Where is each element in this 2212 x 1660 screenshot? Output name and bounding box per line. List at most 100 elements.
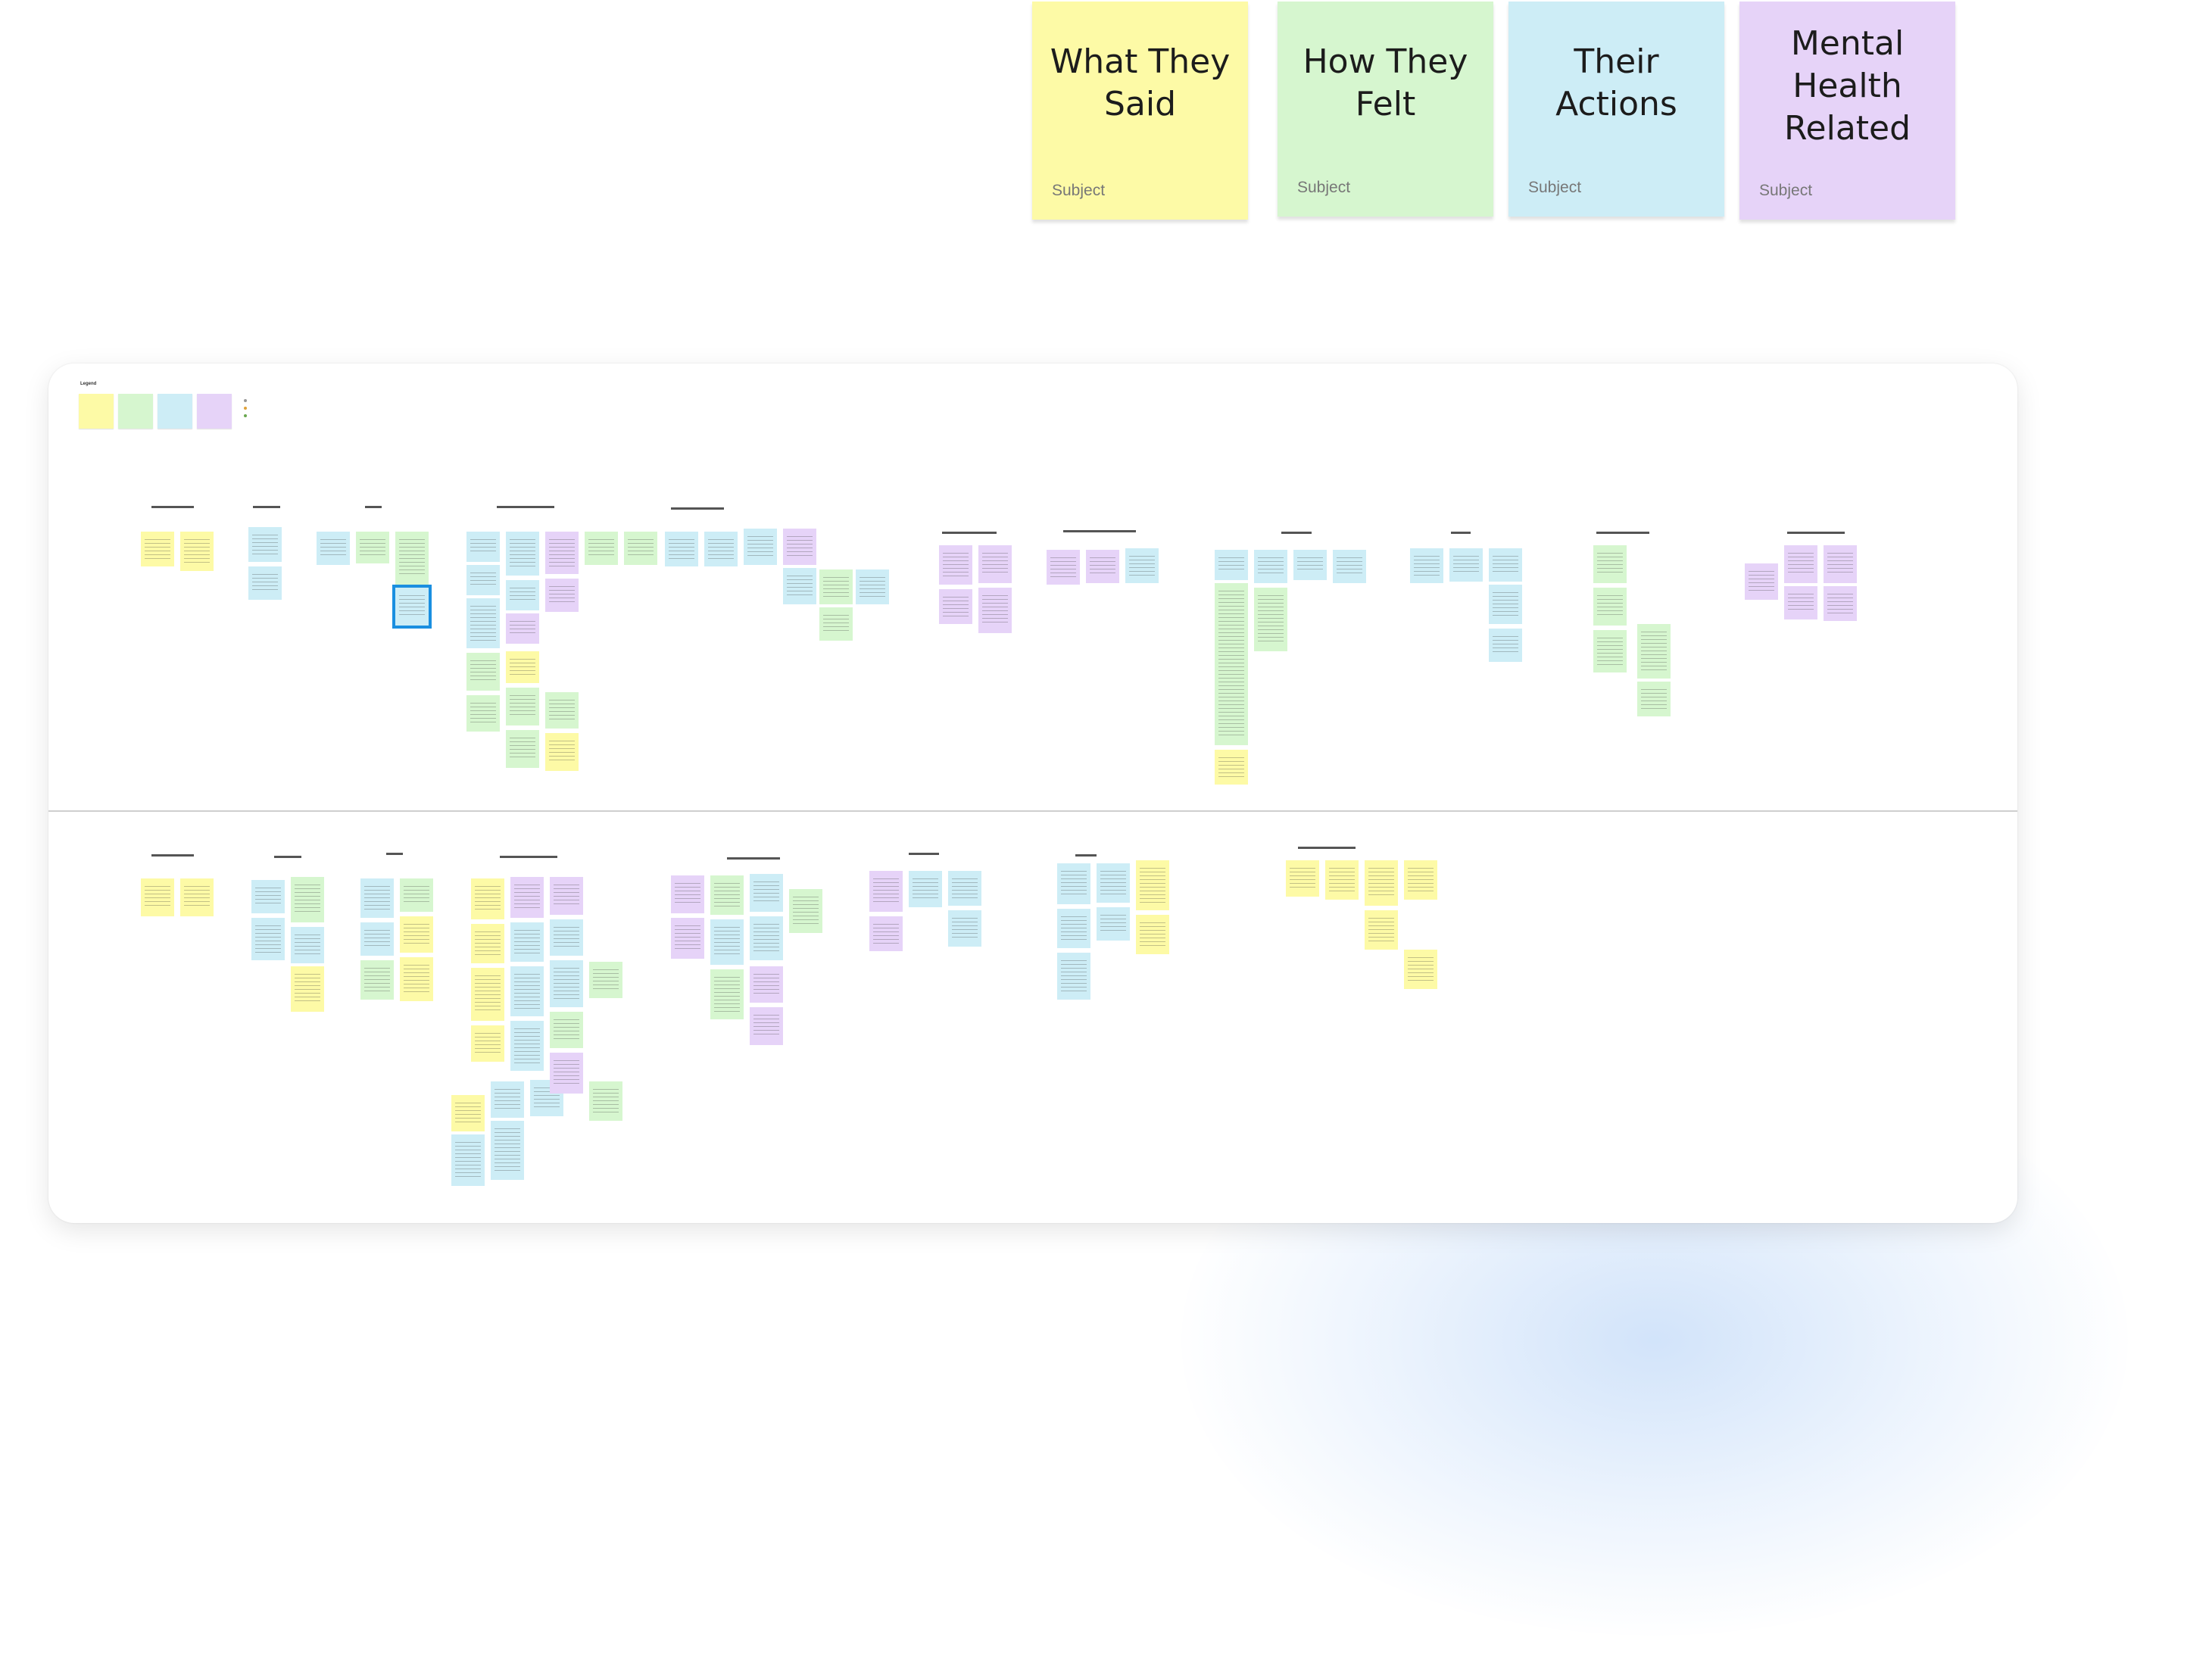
sticky-note[interactable] [291,966,324,1012]
sticky-note-selected[interactable] [392,585,432,629]
sticky-note[interactable] [510,966,544,1016]
sticky-note[interactable] [1047,550,1080,585]
sticky-note[interactable] [251,918,285,960]
sticky-note[interactable] [248,527,282,562]
sticky-note[interactable] [1293,550,1327,580]
sticky-note[interactable] [1215,583,1248,745]
sticky-note[interactable] [141,878,174,916]
sticky-note[interactable] [819,569,853,604]
sticky-note[interactable] [819,607,853,641]
legend-note-felt[interactable] [118,394,153,429]
sticky-note[interactable] [360,960,394,1000]
sticky-note[interactable] [869,916,903,951]
sticky-note[interactable] [510,1021,544,1071]
sticky-note[interactable] [291,927,324,963]
sticky-note[interactable] [400,878,433,912]
sticky-note[interactable] [360,878,394,918]
sticky-note[interactable] [671,918,704,959]
sticky-note[interactable] [466,653,500,691]
sticky-note[interactable] [1637,624,1671,679]
sticky-note[interactable] [1254,588,1287,651]
sticky-note[interactable] [395,532,429,585]
sticky-note[interactable] [400,916,433,953]
sticky-note[interactable] [506,580,539,610]
sticky-note[interactable] [1254,550,1287,583]
sticky-note[interactable] [1404,860,1437,900]
sticky-note[interactable] [744,529,777,565]
sticky-note[interactable] [948,871,981,906]
affinity-board[interactable]: Legend [48,364,2017,1223]
sticky-note[interactable] [506,532,539,576]
sticky-note[interactable] [545,692,579,729]
sticky-note[interactable] [1745,563,1778,600]
sticky-note[interactable] [545,733,579,771]
sticky-note[interactable] [750,874,783,912]
sticky-note[interactable] [750,916,783,960]
sticky-note[interactable] [1593,545,1627,583]
sticky-note[interactable] [317,532,350,565]
sticky-note[interactable] [1365,860,1398,906]
sticky-note[interactable] [1136,860,1169,910]
sticky-note[interactable] [506,651,539,683]
sticky-note[interactable] [471,878,504,919]
sticky-note[interactable] [1593,630,1627,672]
sticky-note[interactable] [141,532,174,566]
sticky-note[interactable] [1057,909,1090,948]
sticky-note[interactable] [978,588,1012,633]
sticky-note[interactable] [1333,550,1366,583]
sticky-note[interactable] [750,1007,783,1045]
sticky-note[interactable] [665,532,698,566]
legend-note-said[interactable] [79,394,114,429]
sticky-note[interactable] [909,871,942,907]
sticky-note[interactable] [948,910,981,947]
header-note-mental-health[interactable]: Mental Health Related Subject [1739,2,1955,220]
sticky-note[interactable] [471,968,504,1021]
sticky-note[interactable] [545,579,579,612]
sticky-note[interactable] [471,924,504,963]
sticky-note[interactable] [1215,750,1248,785]
header-note-felt[interactable]: How They Felt Subject [1278,2,1493,217]
sticky-note[interactable] [783,529,816,565]
sticky-note[interactable] [550,960,583,1007]
sticky-note[interactable] [1637,682,1671,716]
sticky-note[interactable] [550,1053,583,1094]
sticky-note[interactable] [1057,953,1090,1000]
sticky-note[interactable] [1489,629,1522,662]
sticky-note[interactable] [360,922,394,956]
sticky-note[interactable] [939,589,972,624]
sticky-note[interactable] [978,545,1012,583]
sticky-note[interactable] [180,878,214,916]
sticky-note[interactable] [1215,550,1248,580]
sticky-note[interactable] [1325,860,1359,900]
sticky-note[interactable] [466,695,500,732]
sticky-note[interactable] [550,1012,583,1048]
legend-note-actions[interactable] [158,394,192,429]
sticky-note[interactable] [671,875,704,913]
sticky-note[interactable] [939,545,972,585]
sticky-note[interactable] [1824,586,1857,621]
sticky-note[interactable] [451,1095,485,1131]
sticky-note[interactable] [491,1121,524,1180]
sticky-note[interactable] [624,532,657,565]
sticky-note[interactable] [506,730,539,768]
sticky-note[interactable] [783,568,816,604]
sticky-note[interactable] [400,957,433,1001]
sticky-note[interactable] [451,1134,485,1186]
sticky-note[interactable] [510,922,544,962]
sticky-note[interactable] [1449,548,1483,582]
sticky-note[interactable] [1365,910,1398,950]
sticky-note[interactable] [710,919,744,965]
sticky-note[interactable] [466,565,500,595]
sticky-note[interactable] [1784,545,1817,583]
sticky-note[interactable] [1057,863,1090,904]
sticky-note[interactable] [550,877,583,915]
sticky-note[interactable] [1824,545,1857,583]
sticky-note[interactable] [1097,863,1130,903]
sticky-note[interactable] [466,598,500,648]
sticky-note[interactable] [1410,548,1443,583]
sticky-note[interactable] [291,877,324,922]
sticky-note[interactable] [510,877,544,918]
sticky-note[interactable] [710,969,744,1019]
sticky-note[interactable] [704,532,738,566]
sticky-note[interactable] [789,889,822,933]
